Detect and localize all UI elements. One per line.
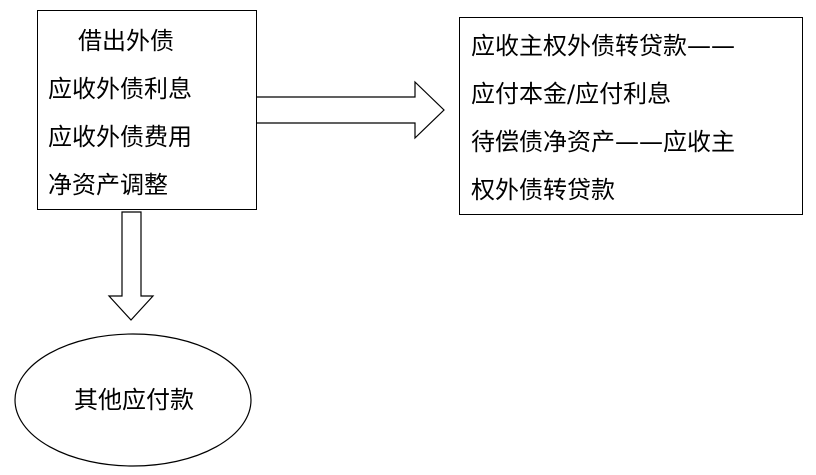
debit-box: 借出外债 应收外债利息 应收外债费用 净资产调整 [37,10,257,210]
debit-line-4: 净资产调整 [48,171,168,199]
debit-line-3: 应收外债费用 [48,123,192,151]
credit-line-1: 应收主权外债转贷款—— [471,32,735,60]
right-arrow [253,80,445,140]
credit-line-4: 权外债转贷款 [471,176,615,204]
down-arrow [107,211,155,321]
credit-line-2: 应付本金/应付利息 [471,80,672,108]
credit-box: 应收主权外债转贷款—— 应付本金/应付利息 待偿债净资产——应收主 权外债转贷款 [459,17,803,215]
debit-line-2: 应收外债利息 [48,75,192,103]
credit-line-3: 待偿债净资产——应收主 [471,128,735,156]
result-ellipse [14,333,252,467]
debit-line-1: 借出外债 [78,27,174,55]
result-label: 其他应付款 [74,386,194,414]
